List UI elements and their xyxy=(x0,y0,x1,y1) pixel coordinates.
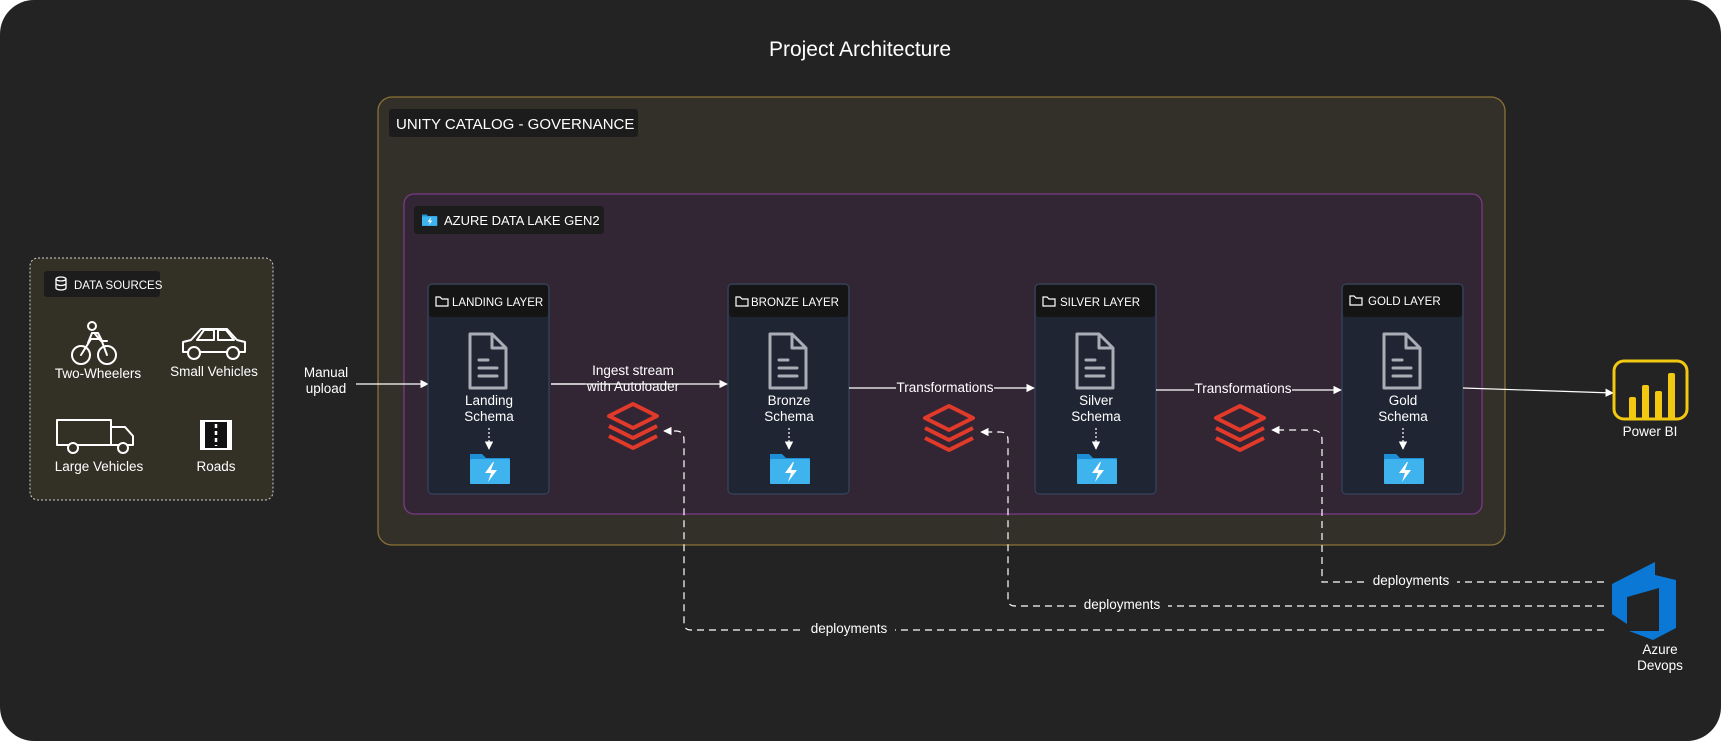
landing-layer-card: LANDING LAYER Landing Schema xyxy=(427,283,550,495)
layer-header-gold: GOLD LAYER xyxy=(1368,296,1441,308)
schema-gold-line1: Gold xyxy=(1389,393,1418,408)
data-lake-label-box xyxy=(414,206,604,234)
ingest-label-line1: Ingest stream xyxy=(592,363,674,378)
source-label-small-vehicles: Small Vehicles xyxy=(170,364,258,379)
data-lake-label: AZURE DATA LAKE GEN2 xyxy=(444,213,600,228)
schema-landing-line1: Landing xyxy=(465,393,513,408)
ingest-label-line2: with Autoloader xyxy=(586,379,680,394)
diagram-title: Project Architecture xyxy=(769,38,951,61)
adls-icon xyxy=(422,214,438,226)
deployment-label-bronze: deployments xyxy=(811,621,888,636)
schema-bronze-line1: Bronze xyxy=(768,393,811,408)
bronze-layer-card: BRONZE LAYER Bronze Schema xyxy=(727,283,850,495)
deployment-label-gold: deployments xyxy=(1373,573,1450,588)
azure-devops-label-line1: Azure xyxy=(1642,642,1677,657)
database-icon xyxy=(55,276,67,291)
car-icon xyxy=(182,328,246,360)
truck-icon xyxy=(56,419,134,454)
power-bi-icon xyxy=(1612,359,1689,421)
layer-header-silver: SILVER LAYER xyxy=(1060,297,1140,309)
schema-silver-line1: Silver xyxy=(1079,393,1113,408)
layer-header-bronze: BRONZE LAYER xyxy=(751,297,839,309)
adls-storage-icon xyxy=(1077,454,1117,484)
deployment-line-gold xyxy=(1271,425,1604,583)
unity-catalog-label-box xyxy=(389,109,638,137)
data-sources-label: DATA SOURCES xyxy=(74,280,163,292)
source-label-two-wheelers: Two-Wheelers xyxy=(55,366,142,381)
silver-layer-card: SILVER LAYER Silver Schema xyxy=(1034,283,1157,495)
adls-storage-icon xyxy=(1384,454,1424,484)
schema-bronze-line2: Schema xyxy=(764,409,814,424)
schema-gold-line2: Schema xyxy=(1378,409,1428,424)
transform-label-1: Transformations xyxy=(896,380,993,395)
data-lake-container xyxy=(403,193,1483,515)
deployment-label-silver: deployments xyxy=(1084,597,1161,612)
schema-landing-line2: Schema xyxy=(464,409,514,424)
motorcycle-icon xyxy=(71,321,117,365)
layer-header-landing: LANDING LAYER xyxy=(452,297,543,309)
deployment-line-bronze xyxy=(663,426,1604,631)
deployment-line-silver xyxy=(980,427,1604,607)
unity-catalog-label: UNITY CATALOG - GOVERNANCE xyxy=(396,116,634,133)
adls-storage-icon xyxy=(470,454,510,484)
source-label-roads: Roads xyxy=(196,459,235,474)
azure-devops-icon xyxy=(1612,562,1676,640)
adls-storage-icon xyxy=(770,454,810,484)
gold-layer-card: GOLD LAYER Gold Schema xyxy=(1341,283,1464,495)
powerbi-arrow xyxy=(1462,387,1614,397)
data-sources-label-box xyxy=(44,271,160,297)
road-icon xyxy=(200,420,232,450)
schema-silver-line2: Schema xyxy=(1071,409,1121,424)
manual-upload-label-line1: Manual xyxy=(304,365,348,380)
source-label-large-vehicles: Large Vehicles xyxy=(55,459,144,474)
manual-upload-label-line2: upload xyxy=(306,381,347,396)
azure-devops-label-line2: Devops xyxy=(1637,658,1683,673)
power-bi-label: Power BI xyxy=(1623,424,1678,439)
transform-label-2: Transformations xyxy=(1194,381,1291,396)
